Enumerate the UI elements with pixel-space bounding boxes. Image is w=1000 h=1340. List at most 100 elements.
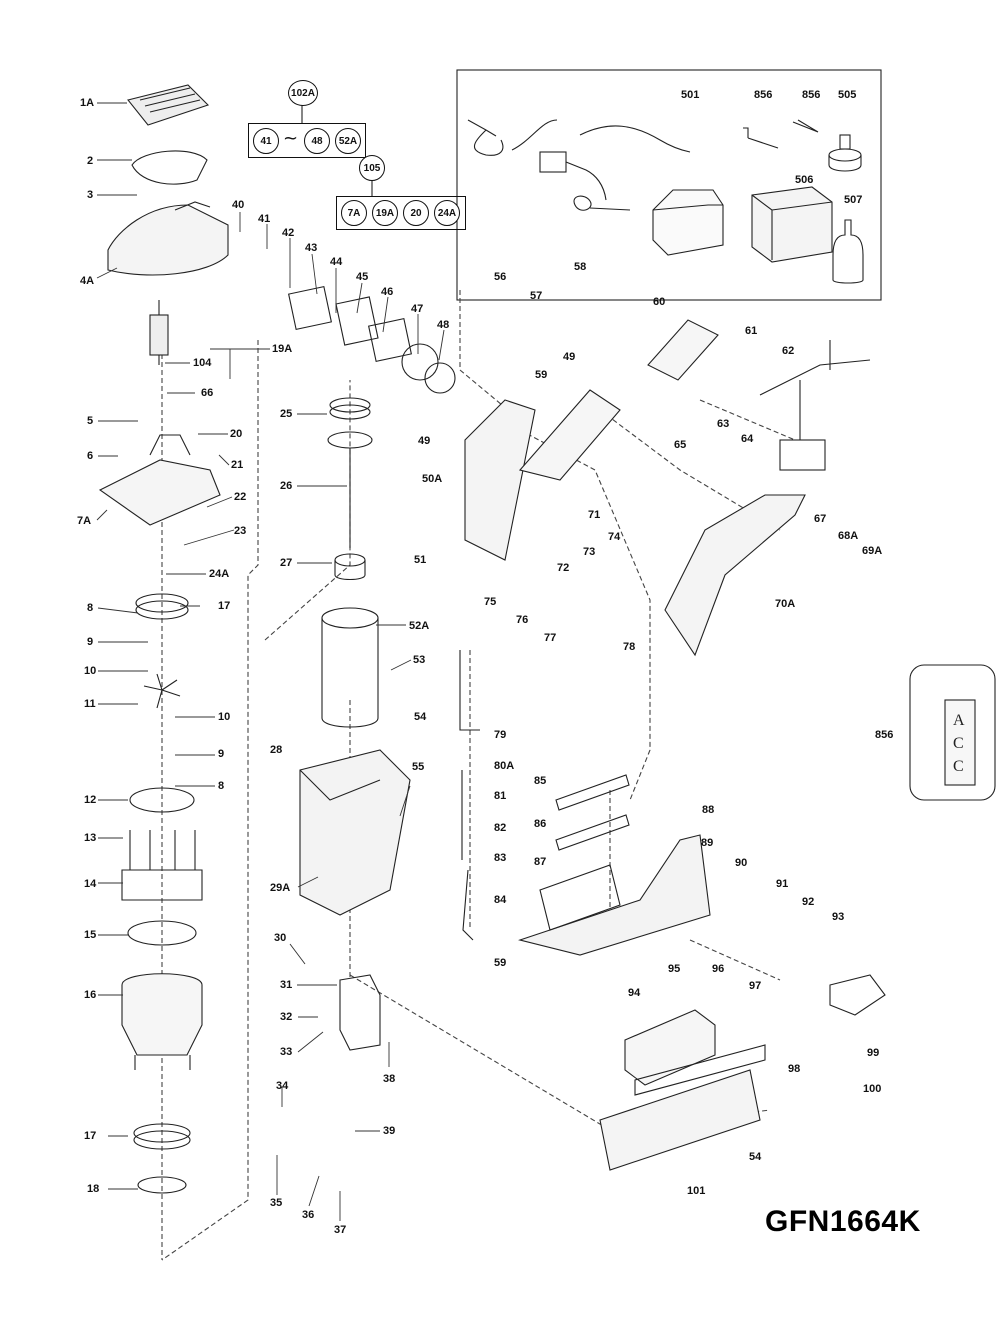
callout-23: 23 (234, 525, 247, 537)
callout-100: 100 (863, 1083, 882, 1095)
callout-49a: 49 (563, 351, 576, 363)
callout-58: 58 (574, 261, 587, 273)
callout-29a: 29A (270, 882, 291, 894)
nose-adapter-505 (828, 134, 862, 172)
callout-93: 93 (832, 911, 845, 923)
magazine-holder (518, 389, 621, 481)
callout-15: 15 (84, 929, 97, 941)
callout-19a: 19A (272, 343, 293, 355)
callout-32: 32 (280, 1011, 293, 1023)
callout-17b: 17 (84, 1130, 97, 1142)
callout-77: 77 (544, 632, 557, 644)
callout-14: 14 (84, 878, 97, 890)
callout-47: 47 (411, 303, 424, 315)
callout-8b: 8 (218, 780, 225, 792)
callout-506: 506 (795, 174, 814, 186)
callout-87: 87 (534, 856, 547, 868)
callout-9b: 9 (218, 748, 225, 760)
kit-105-part-2: 19A (372, 200, 398, 226)
callout-31: 31 (280, 979, 293, 991)
nose-31 (339, 974, 381, 1051)
callout-55: 55 (412, 761, 425, 773)
kit-102a-part-3: 52A (335, 128, 361, 154)
callout-54a: 54 (414, 711, 427, 723)
callout-82: 82 (494, 822, 507, 834)
callout-59a: 59 (535, 369, 548, 381)
controller-95 (624, 1009, 716, 1086)
callout-16: 16 (84, 989, 97, 1001)
callout-38: 38 (383, 1073, 396, 1085)
callout-65: 65 (674, 439, 687, 451)
housing-14 (121, 830, 203, 901)
callout-92: 92 (802, 896, 815, 908)
callout-83: 83 (494, 852, 507, 864)
kit-102a-box (248, 123, 366, 158)
callout-28: 28 (270, 744, 283, 756)
callout-52a: 52A (409, 620, 430, 632)
oil-bottle-507 (832, 219, 864, 284)
motor-valve-19a (149, 300, 169, 365)
callout-8a: 8 (87, 602, 94, 614)
kit-105-part-1: 7A (341, 200, 367, 226)
callout-10b: 10 (218, 711, 231, 723)
callout-33: 33 (280, 1046, 293, 1058)
callout-53: 53 (413, 654, 426, 666)
callout-856a: 856 (754, 89, 773, 101)
piston-26 (327, 431, 373, 548)
wiring-62 (759, 340, 871, 471)
top-vent-1a (127, 84, 210, 126)
label-leaders (96, 102, 445, 1221)
callout-81: 81 (494, 790, 507, 802)
acc-frame (909, 664, 996, 801)
callout-13: 13 (84, 832, 97, 844)
callout-96: 96 (712, 963, 725, 975)
kit-102a-range: ~ (283, 128, 299, 149)
frame-50a (464, 399, 536, 561)
callout-54b: 54 (749, 1151, 762, 1163)
battery-holder-60 (647, 319, 719, 381)
callout-50a: 50A (422, 473, 443, 485)
callout-88: 88 (702, 804, 715, 816)
callout-505: 505 (838, 89, 857, 101)
callout-57: 57 (530, 290, 543, 302)
callout-43: 43 (305, 242, 318, 254)
handle-88 (518, 834, 711, 956)
cover-43-46 (287, 285, 456, 394)
callout-66: 66 (201, 387, 214, 399)
callout-89: 89 (701, 837, 714, 849)
callout-40: 40 (232, 199, 245, 211)
charger-cords (467, 119, 691, 211)
callout-18: 18 (87, 1183, 100, 1195)
model-number: GFN1664K (765, 1205, 921, 1238)
callout-507: 507 (844, 194, 863, 206)
callout-22: 22 (234, 491, 247, 503)
callout-856c: 856 (875, 729, 894, 741)
callout-2: 2 (87, 155, 94, 167)
acc-letter-c2: C (953, 758, 964, 775)
callout-104: 104 (193, 357, 212, 369)
callout-24a: 24A (209, 568, 230, 580)
callout-34: 34 (276, 1080, 289, 1092)
callout-94: 94 (628, 987, 641, 999)
callout-10a: 10 (84, 665, 97, 677)
strips-85-87 (539, 774, 630, 931)
callout-3: 3 (87, 189, 94, 201)
handle-70a (664, 494, 806, 657)
callout-63: 63 (717, 418, 730, 430)
acc-letter-a: A (953, 712, 965, 729)
callout-11: 11 (84, 698, 96, 710)
callout-75: 75 (484, 596, 497, 608)
callout-76: 76 (516, 614, 529, 626)
callout-30: 30 (274, 932, 287, 944)
callout-99: 99 (867, 1047, 880, 1059)
callout-44: 44 (330, 256, 343, 268)
callout-25: 25 (280, 408, 293, 420)
callout-501: 501 (681, 89, 700, 101)
callout-78: 78 (623, 641, 636, 653)
callout-101: 101 (687, 1185, 706, 1197)
bumper-27 (334, 553, 366, 581)
callout-6: 6 (87, 450, 94, 462)
callout-46: 46 (381, 286, 394, 298)
callout-71: 71 (588, 509, 601, 521)
